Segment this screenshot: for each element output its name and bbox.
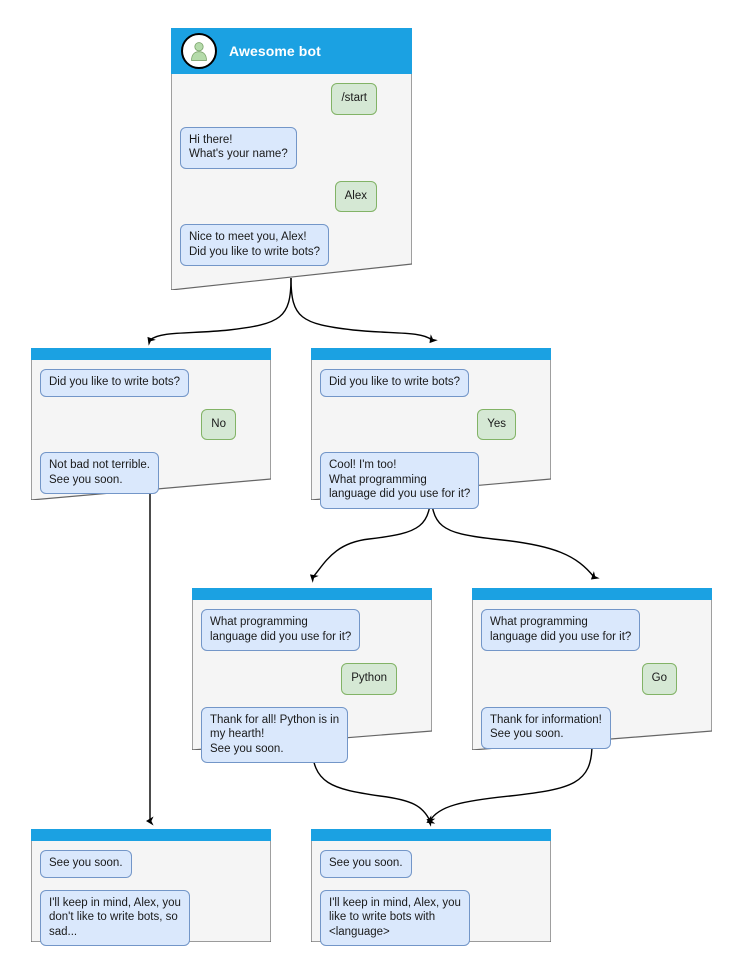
node-answer-yes[interactable]: Did you like to write bots? Yes Cool! I'… xyxy=(311,348,551,509)
node-start[interactable]: Awesome bot /start Hi there! What's your… xyxy=(171,28,412,290)
message-row: Did you like to write bots? xyxy=(40,369,262,397)
message-row: Yes xyxy=(320,408,542,440)
message-row: Did you like to write bots? xyxy=(320,369,542,397)
message-row: No xyxy=(40,408,262,440)
bot-message-bubble: Thank for all! Python is in my hearth! S… xyxy=(201,706,349,763)
bot-message-bubble: I'll keep in mind, Alex, you like to wri… xyxy=(320,889,470,946)
node-end-happy-chat: See you soon. I'll keep in mind, Alex, y… xyxy=(311,841,551,946)
bot-message-bubble: Did you like to write bots? xyxy=(40,369,190,397)
message-row: Hi there! What's your name? xyxy=(180,126,403,169)
message-row: I'll keep in mind, Alex, you don't like … xyxy=(40,889,262,946)
user-message-bubble: Python xyxy=(341,663,397,695)
message-row: Thank for information! See you soon. xyxy=(481,706,703,749)
message-row: Not bad not terrible. See you soon. xyxy=(40,452,262,494)
user-message-bubble: Yes xyxy=(477,408,516,440)
message-row: What programming language did you use fo… xyxy=(481,609,703,651)
bot-message-bubble: Thank for information! See you soon. xyxy=(481,706,611,749)
node-answer-no-header xyxy=(31,348,271,360)
bot-message-bubble: What programming language did you use fo… xyxy=(481,609,641,651)
message-row: /start xyxy=(180,83,403,115)
node-lang-go[interactable]: What programming language did you use fo… xyxy=(472,588,712,750)
node-answer-yes-header xyxy=(311,348,551,360)
message-row: Alex xyxy=(180,180,403,212)
bot-name-label: Awesome bot xyxy=(229,43,321,59)
node-end-sad-header xyxy=(31,829,271,841)
bot-message-bubble: Cool! I'm too! What programming language… xyxy=(320,452,480,509)
message-row: Thank for all! Python is in my hearth! S… xyxy=(201,706,423,763)
message-row: Nice to meet you, Alex! Did you like to … xyxy=(180,224,403,266)
node-lang-python-chat: What programming language did you use fo… xyxy=(192,600,432,763)
bot-message-bubble: Not bad not terrible. See you soon. xyxy=(40,452,160,494)
person-avatar-icon xyxy=(181,33,217,69)
bot-message-bubble: See you soon. xyxy=(40,850,132,878)
message-row: See you soon. xyxy=(40,850,262,878)
node-answer-no-chat: Did you like to write bots? No Not bad n… xyxy=(31,360,271,494)
node-end-happy[interactable]: See you soon. I'll keep in mind, Alex, y… xyxy=(311,829,551,946)
node-lang-go-chat: What programming language did you use fo… xyxy=(472,600,712,749)
node-lang-python-header xyxy=(192,588,432,600)
message-row: Cool! I'm too! What programming language… xyxy=(320,452,542,509)
bot-message-bubble: Nice to meet you, Alex! Did you like to … xyxy=(180,224,330,266)
node-end-sad[interactable]: See you soon. I'll keep in mind, Alex, y… xyxy=(31,829,271,946)
node-lang-python[interactable]: What programming language did you use fo… xyxy=(192,588,432,763)
bot-message-bubble: Did you like to write bots? xyxy=(320,369,470,397)
node-answer-no[interactable]: Did you like to write bots? No Not bad n… xyxy=(31,348,271,500)
bot-message-bubble: See you soon. xyxy=(320,850,412,878)
node-start-header: Awesome bot xyxy=(171,28,412,74)
bot-message-bubble: What programming language did you use fo… xyxy=(201,609,361,651)
message-row: Go xyxy=(481,663,703,695)
message-row: I'll keep in mind, Alex, you like to wri… xyxy=(320,889,542,946)
user-message-bubble: Alex xyxy=(334,180,377,212)
message-row: What programming language did you use fo… xyxy=(201,609,423,651)
bot-message-bubble: I'll keep in mind, Alex, you don't like … xyxy=(40,889,190,946)
user-message-bubble: No xyxy=(201,408,236,440)
node-answer-yes-chat: Did you like to write bots? Yes Cool! I'… xyxy=(311,360,551,509)
message-row: Python xyxy=(201,663,423,695)
message-row: See you soon. xyxy=(320,850,542,878)
user-message-bubble: /start xyxy=(331,83,377,115)
node-start-chat: /start Hi there! What's your name? Alex … xyxy=(171,74,412,266)
node-lang-go-header xyxy=(472,588,712,600)
bot-message-bubble: Hi there! What's your name? xyxy=(180,126,297,169)
node-end-happy-header xyxy=(311,829,551,841)
user-message-bubble: Go xyxy=(641,663,677,695)
node-end-sad-chat: See you soon. I'll keep in mind, Alex, y… xyxy=(31,841,271,946)
